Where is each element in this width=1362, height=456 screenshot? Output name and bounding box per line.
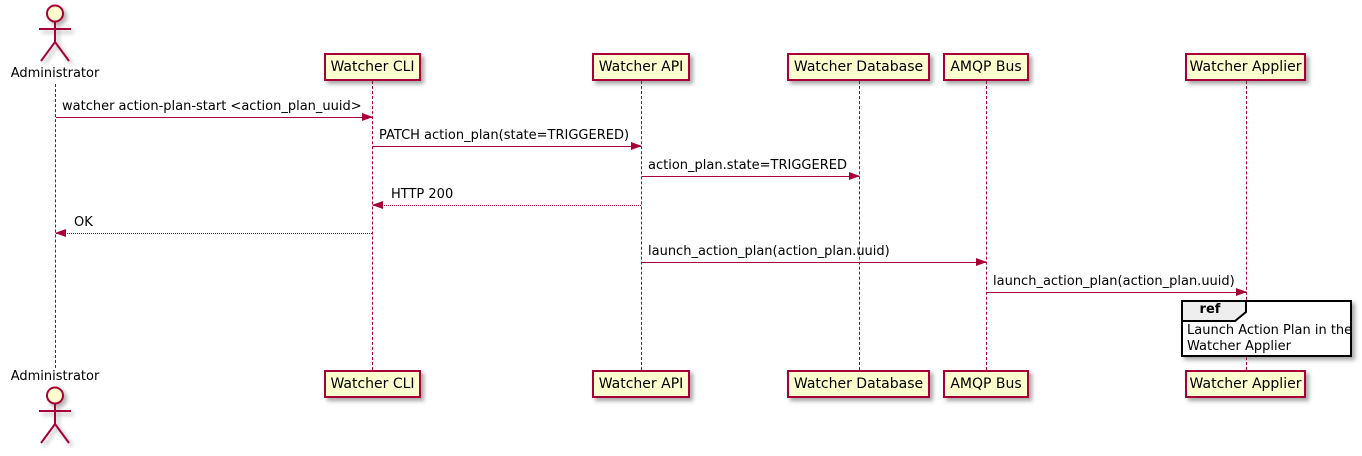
arrowhead-right-icon (1236, 288, 1247, 296)
participant-label: AMQP Bus (950, 59, 1022, 75)
arrowhead-left-icon (55, 229, 66, 237)
participant-watcher-cli-bottom: Watcher CLI (324, 370, 421, 398)
participant-watcher-api-bottom: Watcher API (592, 370, 690, 398)
message-label: watcher action-plan-start <action_plan_u… (62, 99, 362, 114)
participant-label: Watcher Applier (1189, 376, 1302, 392)
ref-text-line1: Launch Action Plan in the (1187, 323, 1353, 338)
participant-amqp-bus-top: AMQP Bus (943, 53, 1029, 81)
lifeline-watcher-api (641, 81, 642, 370)
arrowhead-right-icon (976, 258, 987, 266)
actor-administrator-top: Administrator (0, 3, 110, 82)
message-label: action_plan.state=TRIGGERED (648, 158, 847, 173)
participant-label: AMQP Bus (950, 376, 1022, 392)
participant-label: Watcher Applier (1189, 59, 1302, 75)
message-label: launch_action_plan(action_plan.uuid) (993, 274, 1235, 289)
ref-fragment: ref Launch Action Plan in the Watcher Ap… (1181, 300, 1352, 357)
message-line (56, 233, 372, 234)
arrowhead-right-icon (362, 113, 373, 121)
participant-label: Watcher Database (793, 376, 924, 392)
message-line (642, 176, 859, 177)
lifeline-watcher-database (859, 81, 860, 370)
arrowhead-right-icon (849, 172, 860, 180)
participant-watcher-database-bottom: Watcher Database (787, 370, 930, 398)
lifeline-amqp-bus (986, 81, 987, 370)
participant-label: Watcher Database (793, 59, 924, 75)
participant-label: Watcher CLI (330, 59, 415, 75)
participant-label: Watcher API (598, 376, 684, 392)
ref-tab: ref (1181, 300, 1252, 327)
message-line (56, 117, 372, 118)
arrowhead-left-icon (372, 201, 383, 209)
arrowhead-right-icon (631, 142, 642, 150)
participant-watcher-api-top: Watcher API (592, 53, 690, 81)
actor-icon (39, 4, 71, 62)
actor-label: Administrator (10, 66, 100, 81)
participant-amqp-bus-bottom: AMQP Bus (943, 370, 1029, 398)
actor-administrator-bottom: Administrator (0, 368, 110, 447)
participant-watcher-database-top: Watcher Database (787, 53, 930, 81)
ref-tab-shape-icon (1181, 300, 1247, 322)
participant-watcher-cli-top: Watcher CLI (324, 53, 421, 81)
lifeline-watcher-cli (372, 81, 373, 370)
lifeline-administrator (55, 84, 56, 368)
message-label: HTTP 200 (391, 187, 454, 202)
message-line (642, 262, 986, 263)
message-label: OK (74, 215, 93, 230)
message-line (987, 292, 1246, 293)
ref-keyword: ref (1199, 302, 1221, 317)
participant-label: Watcher API (598, 59, 684, 75)
participant-watcher-applier-top: Watcher Applier (1185, 53, 1306, 81)
message-line (373, 146, 641, 147)
actor-label: Administrator (10, 369, 100, 384)
ref-text-line2: Watcher Applier (1187, 339, 1291, 354)
message-line (373, 205, 641, 206)
participant-label: Watcher CLI (330, 376, 415, 392)
message-label: launch_action_plan(action_plan.uuid) (648, 244, 890, 259)
message-label: PATCH action_plan(state=TRIGGERED) (379, 128, 630, 143)
actor-icon (39, 386, 71, 444)
ref-text: Launch Action Plan in the Watcher Applie… (1187, 323, 1353, 355)
lifeline-watcher-applier (1246, 81, 1247, 370)
participant-watcher-applier-bottom: Watcher Applier (1185, 370, 1306, 398)
